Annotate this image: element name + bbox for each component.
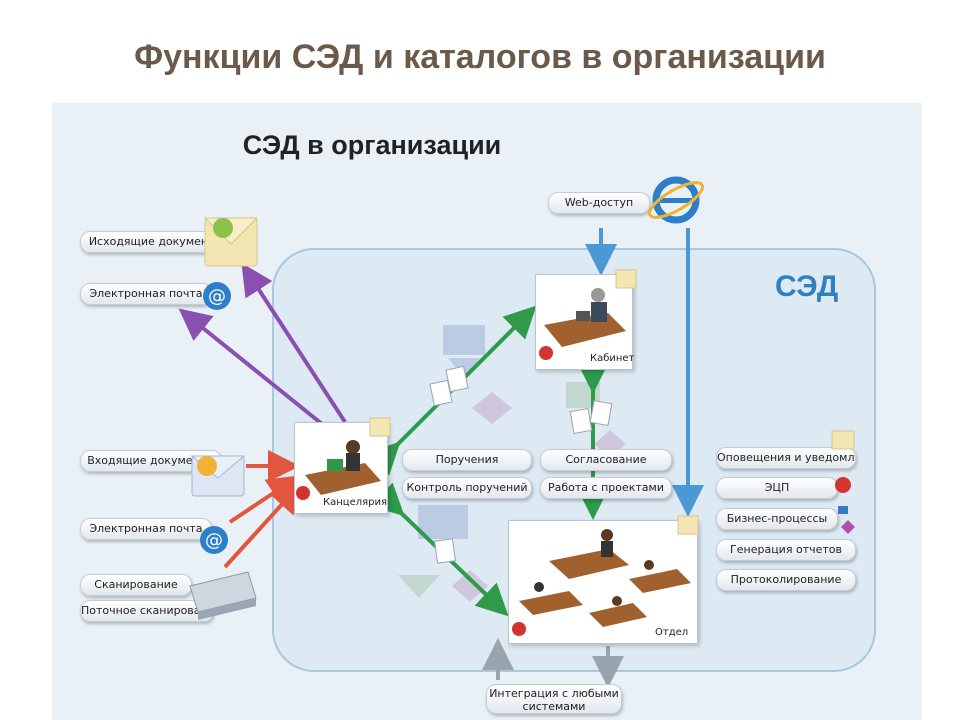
sed-label: СЭД (775, 270, 839, 303)
function-notifications: Оповещения и уведомления (716, 447, 856, 469)
integration-label: Интеграция с любыми системами (486, 684, 622, 714)
email-out-label: Электронная почта (80, 283, 212, 305)
web-access-label: Web-доступ (548, 192, 650, 214)
office-node[interactable]: Канцелярия (294, 422, 388, 514)
function-business-processes: Бизнес-процессы (716, 508, 838, 530)
cabinet-node[interactable]: Кабинет (535, 274, 635, 370)
email-in-label: Электронная почта (80, 518, 212, 540)
department-label: Отдел (655, 627, 689, 638)
department-node[interactable]: Отдел (508, 520, 698, 644)
page-title: Функции СЭД и каталогов в организации (134, 38, 826, 76)
function-approval: Согласование (540, 449, 672, 471)
function-logging: Протоколирование (716, 569, 856, 591)
scanning-label: Сканирование (80, 574, 192, 596)
cabinet-label: Кабинет (590, 353, 635, 364)
incoming-documents-label: Входящие документы (80, 450, 222, 472)
cabinet-desk-icon (539, 288, 626, 360)
function-assignments: Поручения (402, 449, 532, 471)
stream-scanning-label: Поточное сканирование (80, 600, 214, 622)
office-desk-icon (296, 440, 381, 500)
diagram-title: СЭД в организации (242, 130, 502, 160)
function-projects: Работа с проектами (540, 477, 672, 499)
function-reports: Генерация отчетов (716, 539, 856, 561)
function-digital-signature: ЭЦП (716, 477, 838, 499)
function-assignment-control: Контроль поручений (402, 477, 532, 499)
department-office-icon (512, 529, 691, 636)
office-label: Канцелярия (323, 497, 387, 508)
outgoing-documents-label: Исходящие документы (80, 231, 232, 253)
